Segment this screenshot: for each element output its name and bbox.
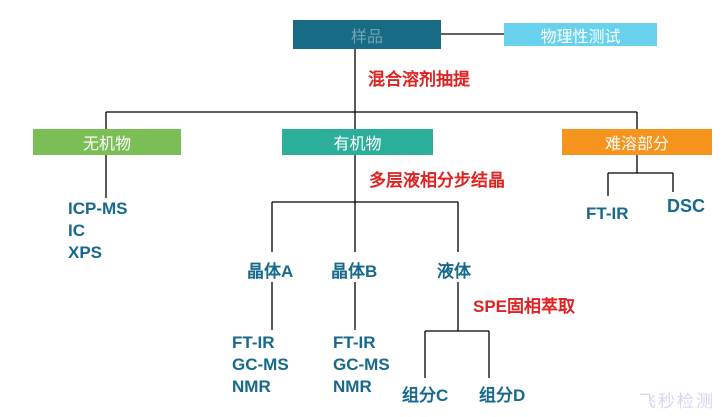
crystal-b-label: 晶体B [331, 262, 378, 281]
fraction-d-label: 组分D [479, 386, 526, 405]
liquid-label: 液体 [437, 262, 471, 281]
method-item: FT-IR [232, 333, 275, 352]
insoluble-ftir-label: FT-IR [586, 204, 629, 223]
watermark: 飞秒检测 [639, 392, 715, 411]
method-item: GC-MS [232, 355, 289, 374]
annotation-solvent-extraction: 混合溶剂抽提 [368, 70, 470, 89]
annotation-fractional-crystallization: 多层液相分步结晶 [369, 171, 505, 190]
method-item: ICP-MS [68, 199, 128, 218]
physical-test-node: 物理性测试 [504, 23, 657, 46]
fraction-c-label: 组分C [402, 386, 449, 405]
crystal-a-method-list: FT-IR GC-MS NMR [232, 332, 289, 398]
sample-node: 样品 [293, 20, 441, 49]
annotation-spe-extraction: SPE固相萃取 [473, 297, 576, 316]
method-item: GC-MS [333, 355, 390, 374]
insoluble-dsc-label: DSC [667, 196, 706, 216]
method-item: FT-IR [333, 333, 376, 352]
inorganic-node: 无机物 [33, 129, 181, 155]
organic-node: 有机物 [282, 129, 433, 155]
insoluble-node: 难溶部分 [562, 129, 712, 155]
inorganic-method-list: ICP-MS IC XPS [68, 198, 128, 264]
method-item: NMR [333, 377, 372, 396]
method-item: XPS [68, 243, 103, 262]
method-item: IC [68, 221, 85, 240]
crystal-a-label: 晶体A [247, 262, 294, 281]
method-item: NMR [232, 377, 271, 396]
crystal-b-method-list: FT-IR GC-MS NMR [333, 332, 390, 398]
